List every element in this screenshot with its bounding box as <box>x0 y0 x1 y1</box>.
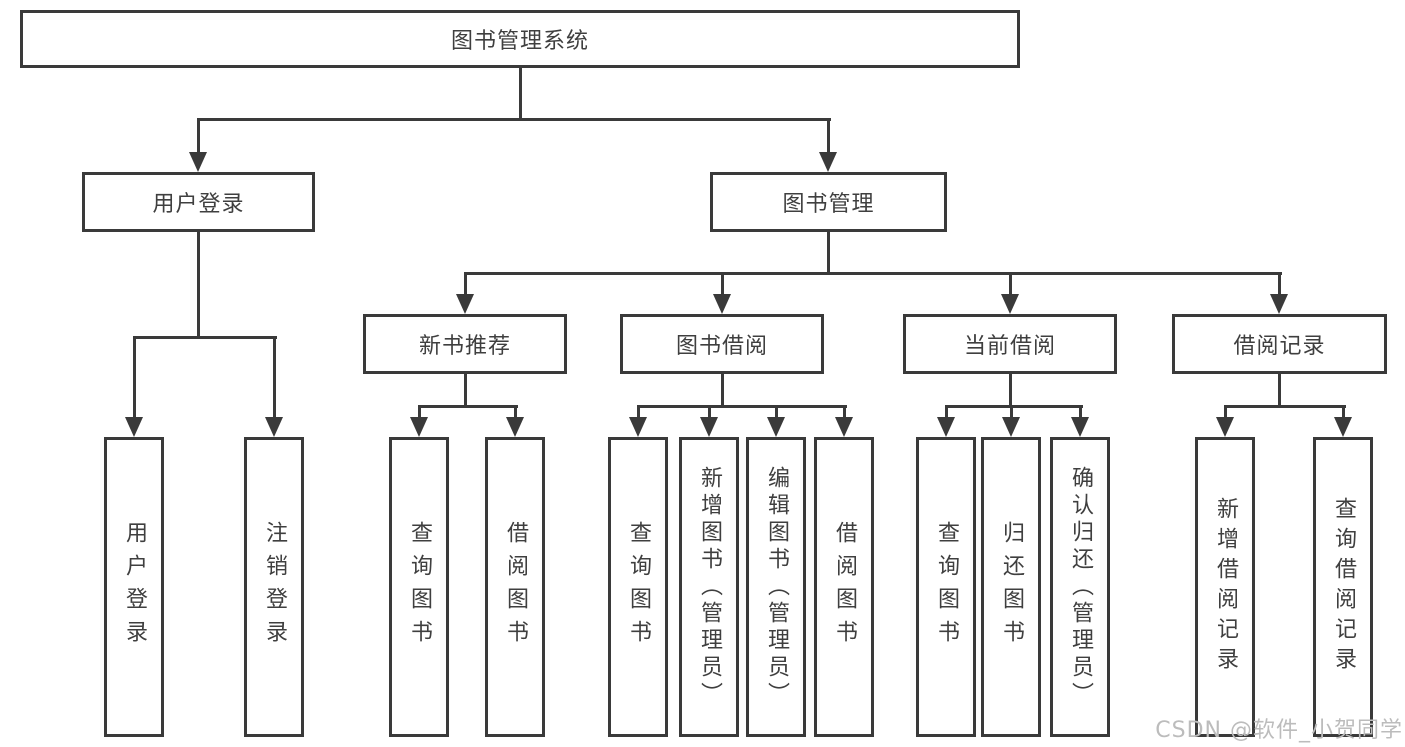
leaf-query-books-recommend-label: 查询图书 <box>407 521 432 653</box>
leaf-query-books-borrowing: 查询图书 <box>608 437 668 737</box>
node-borrowing-records: 借阅记录 <box>1172 314 1387 374</box>
arrow-down-icon <box>189 152 207 172</box>
leaf-query-borrow-record: 查询借阅记录 <box>1313 437 1373 737</box>
leaf-add-borrow-record: 新增借阅记录 <box>1195 437 1255 737</box>
node-borrowing-records-label: 借阅记录 <box>1233 334 1326 359</box>
watermark: CSDN @软件_小贺同学 <box>1155 718 1403 743</box>
node-root-system: 图书管理系统 <box>20 10 1020 68</box>
connector-line <box>464 272 467 296</box>
node-user-login-label: 用户登录 <box>152 192 245 217</box>
leaf-borrow-books: 借阅图书 <box>814 437 874 737</box>
leaf-add-books-admin-label: 新增图书（管理员） <box>697 465 722 709</box>
arrow-down-icon <box>1001 294 1019 314</box>
leaf-confirm-return-admin-label: 确认归还（管理员） <box>1068 465 1093 709</box>
arrow-down-icon <box>410 417 428 437</box>
connector-line <box>133 336 277 339</box>
arrow-down-icon <box>1334 417 1352 437</box>
connector-line <box>827 232 830 275</box>
arrow-down-icon <box>456 294 474 314</box>
arrow-down-icon <box>265 417 283 437</box>
node-root-label: 图书管理系统 <box>450 29 589 54</box>
connector-line <box>721 374 724 408</box>
connector-line <box>1278 272 1281 296</box>
arrow-down-icon <box>506 417 524 437</box>
leaf-query-books-current: 查询图书 <box>916 437 976 737</box>
connector-line <box>1224 405 1227 419</box>
leaf-return-books: 归还图书 <box>981 437 1041 737</box>
connector-line <box>945 405 1083 408</box>
leaf-borrow-books-label: 借阅图书 <box>832 521 857 653</box>
node-new-book-recommend-label: 新书推荐 <box>418 334 511 359</box>
arrow-down-icon <box>767 417 785 437</box>
leaf-edit-books-admin: 编辑图书（管理员） <box>746 437 806 737</box>
connector-line <box>1342 405 1345 419</box>
node-book-borrowing-label: 图书借阅 <box>675 334 768 359</box>
connector-line <box>1009 272 1012 296</box>
leaf-query-borrow-record-label: 查询借阅记录 <box>1331 497 1356 677</box>
leaf-query-books-current-label: 查询图书 <box>934 521 959 653</box>
leaf-query-books-borrowing-label: 查询图书 <box>626 521 651 653</box>
arrow-down-icon <box>713 294 731 314</box>
node-book-management-label: 图书管理 <box>782 192 875 217</box>
connector-line <box>775 405 778 419</box>
arrow-down-icon <box>1216 417 1234 437</box>
leaf-logout: 注销登录 <box>244 437 304 737</box>
leaf-add-borrow-record-label: 新增借阅记录 <box>1213 497 1238 677</box>
leaf-add-books-admin: 新增图书（管理员） <box>679 437 739 737</box>
connector-line <box>514 405 517 419</box>
connector-line <box>197 118 200 154</box>
connector-line <box>197 232 200 339</box>
arrow-down-icon <box>1270 294 1288 314</box>
node-new-book-recommend: 新书推荐 <box>363 314 567 374</box>
node-book-borrowing: 图书借阅 <box>620 314 824 374</box>
connector-line <box>519 68 522 121</box>
node-current-borrowing-label: 当前借阅 <box>963 334 1056 359</box>
connector-line <box>827 118 830 154</box>
connector-line <box>418 405 421 419</box>
connector-line <box>1278 374 1281 408</box>
arrow-down-icon <box>125 417 143 437</box>
connector-line <box>708 405 711 419</box>
connector-line <box>1009 374 1012 408</box>
arrow-down-icon <box>1002 417 1020 437</box>
arrow-down-icon <box>700 417 718 437</box>
leaf-query-books-recommend: 查询图书 <box>389 437 449 737</box>
leaf-return-books-label: 归还图书 <box>999 521 1024 653</box>
leaf-logout-label: 注销登录 <box>262 521 287 653</box>
leaf-confirm-return-admin: 确认归还（管理员） <box>1050 437 1110 737</box>
connector-line <box>637 405 640 419</box>
connector-line <box>1224 405 1346 408</box>
connector-line <box>273 336 276 419</box>
connector-line <box>418 405 518 408</box>
connector-line <box>721 272 724 296</box>
connector-line <box>637 405 847 408</box>
connector-line <box>133 336 136 419</box>
arrow-down-icon <box>835 417 853 437</box>
arrow-down-icon <box>1071 417 1089 437</box>
arrow-down-icon <box>629 417 647 437</box>
connector-line <box>464 272 1282 275</box>
leaf-edit-books-admin-label: 编辑图书（管理员） <box>764 465 789 709</box>
connector-line <box>1079 405 1082 419</box>
node-user-login: 用户登录 <box>82 172 315 232</box>
connector-line <box>945 405 948 419</box>
leaf-user-login-label: 用户登录 <box>122 521 147 653</box>
leaf-borrow-books-recommend-label: 借阅图书 <box>503 521 528 653</box>
arrow-down-icon <box>937 417 955 437</box>
connector-line <box>197 118 831 121</box>
node-book-management: 图书管理 <box>710 172 947 232</box>
arrow-down-icon <box>819 152 837 172</box>
leaf-user-login: 用户登录 <box>104 437 164 737</box>
node-current-borrowing: 当前借阅 <box>903 314 1117 374</box>
connector-line <box>843 405 846 419</box>
leaf-borrow-books-recommend: 借阅图书 <box>485 437 545 737</box>
connector-line <box>464 374 467 408</box>
connector-line <box>1010 405 1013 419</box>
